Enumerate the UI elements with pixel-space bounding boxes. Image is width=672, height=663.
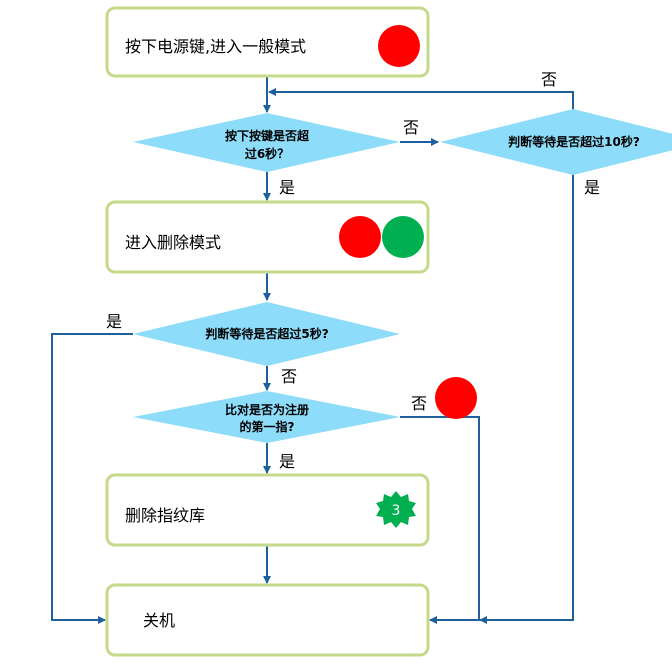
label-no: 否 [411, 394, 427, 413]
label-yes: 是 [279, 178, 295, 197]
arrow-q10-yes [479, 174, 574, 624]
decision-first-finger-line2: 的第一指? [240, 419, 295, 434]
decision-wait-10s [440, 109, 672, 175]
decision-wait-10s-label: 判断等待是否超过10秒? [508, 134, 640, 149]
decision-first-finger-line1: 比对是否为注册 [225, 402, 309, 417]
arrow-first-no [400, 416, 480, 624]
arrow-loop-back [268, 88, 574, 110]
delete-library-box [105, 473, 430, 547]
label-no: 否 [403, 118, 419, 137]
label-no: 否 [281, 367, 297, 386]
decision-first-finger [133, 391, 400, 443]
shutdown-label: 关机 [143, 611, 175, 630]
delete-mode-label: 进入删除模式 [125, 233, 221, 252]
decision-wait-5s [133, 302, 400, 366]
decision-hold-6s-line1: 按下按键是否超 [225, 128, 310, 143]
start-label: 按下电源键,进入一般模式 [125, 37, 306, 56]
start-box [105, 6, 430, 78]
delete-library-label: 删除指纹库 [125, 506, 205, 525]
red-indicator-icon [435, 377, 477, 419]
decision-wait-5s-label: 判断等待是否超过5秒? [205, 326, 328, 341]
decision-hold-6s [133, 113, 400, 172]
arrow-q5-yes [51, 333, 133, 624]
red-indicator-icon [339, 216, 381, 258]
label-yes: 是 [106, 312, 122, 331]
red-indicator-icon [378, 25, 420, 67]
step-badge-icon: 3 [376, 491, 416, 528]
step-badge-number: 3 [392, 503, 401, 519]
delete-mode-box [105, 200, 430, 274]
decision-hold-6s-line2: 过6秒？ [245, 146, 289, 161]
shutdown-box [105, 583, 430, 657]
label-no: 否 [541, 70, 557, 89]
green-indicator-icon [382, 216, 424, 258]
label-yes: 是 [279, 452, 295, 471]
connectors [51, 76, 574, 624]
label-yes: 是 [584, 178, 600, 197]
